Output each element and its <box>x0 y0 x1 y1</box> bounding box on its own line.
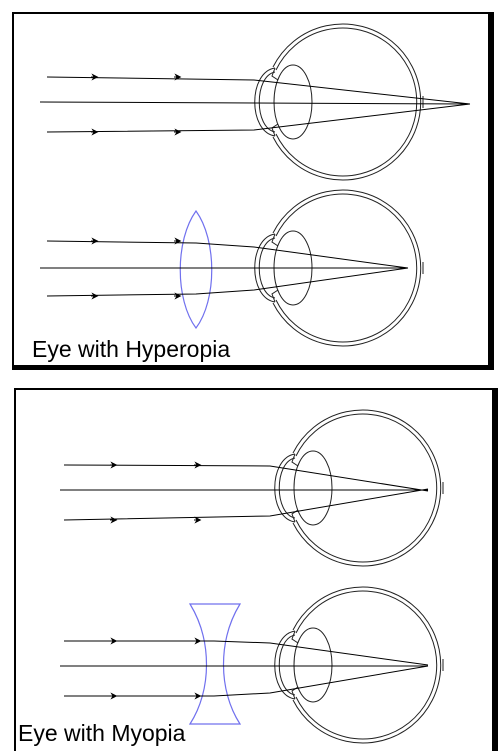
myopia-uncorrected-sclera-outer <box>293 410 441 566</box>
hyperopia-uncorrected-ray-1 <box>47 77 470 104</box>
hyperopia-caption: Eye with Hyperopia <box>30 337 233 363</box>
hyperopia-corrected-iris-top <box>272 234 278 246</box>
myopia-corrected-sclera-outer <box>293 587 441 743</box>
myopia-uncorrected-eyeball <box>275 410 443 566</box>
myopia-corrected-ray-line <box>64 666 428 696</box>
hyperopia-uncorrected-sclera-outer <box>273 24 421 180</box>
hyperopia-corrected-ray-line <box>47 241 408 268</box>
concave-lens <box>190 604 240 724</box>
hyperopia-uncorrected-iris-top <box>272 68 278 80</box>
convex-lens <box>180 211 212 328</box>
myopia-uncorrected-crystalline-lens <box>294 451 332 525</box>
hyperopia-uncorrected-iris-bottom <box>272 124 278 136</box>
myopia-corrected-ray-1 <box>64 641 428 665</box>
myopia-caption: Eye with Myopia <box>16 721 188 747</box>
myopia-corrected-cornea-inner <box>279 635 295 695</box>
hyperopia-uncorrected-ray-3 <box>47 104 470 132</box>
myopia-uncorrected-sclera-inner <box>296 414 437 562</box>
myopia-corrected-ray-3 <box>64 666 428 696</box>
hyperopia-corrected-ray-1 <box>47 241 408 268</box>
myopia-uncorrected-iris-top <box>292 454 298 466</box>
myopia-corrected-eyeball <box>275 587 443 743</box>
myopia-uncorrected-ray-line <box>64 489 428 520</box>
hyperopia-uncorrected-ray-line <box>47 77 470 104</box>
myopia-uncorrected-ray-3 <box>64 489 428 520</box>
myopia-corrected-iris-top <box>292 631 298 643</box>
myopia-uncorrected-ray-line <box>64 465 428 491</box>
hyperopia-corrected-ray-line <box>47 268 408 296</box>
myopia-corrected-ray-line <box>64 641 428 665</box>
hyperopia-corrected-ray-3 <box>47 268 408 296</box>
hyperopia-uncorrected-sclera-inner <box>276 28 417 176</box>
hyperopia-uncorrected-eyeball <box>255 24 423 180</box>
myopia-corrected-crystalline-lens <box>294 628 332 702</box>
myopia-uncorrected-ray-1 <box>64 465 428 491</box>
hyperopia-uncorrected-cornea-outer <box>255 68 275 136</box>
myopia-uncorrected-cornea-inner <box>279 458 295 518</box>
hyperopia-uncorrected-ray-line <box>47 104 470 132</box>
myopia-corrected-sclera-inner <box>296 591 437 739</box>
hyperopia-corrected-iris-bottom <box>272 290 278 302</box>
hyperopia-uncorrected-crystalline-lens <box>274 65 312 139</box>
